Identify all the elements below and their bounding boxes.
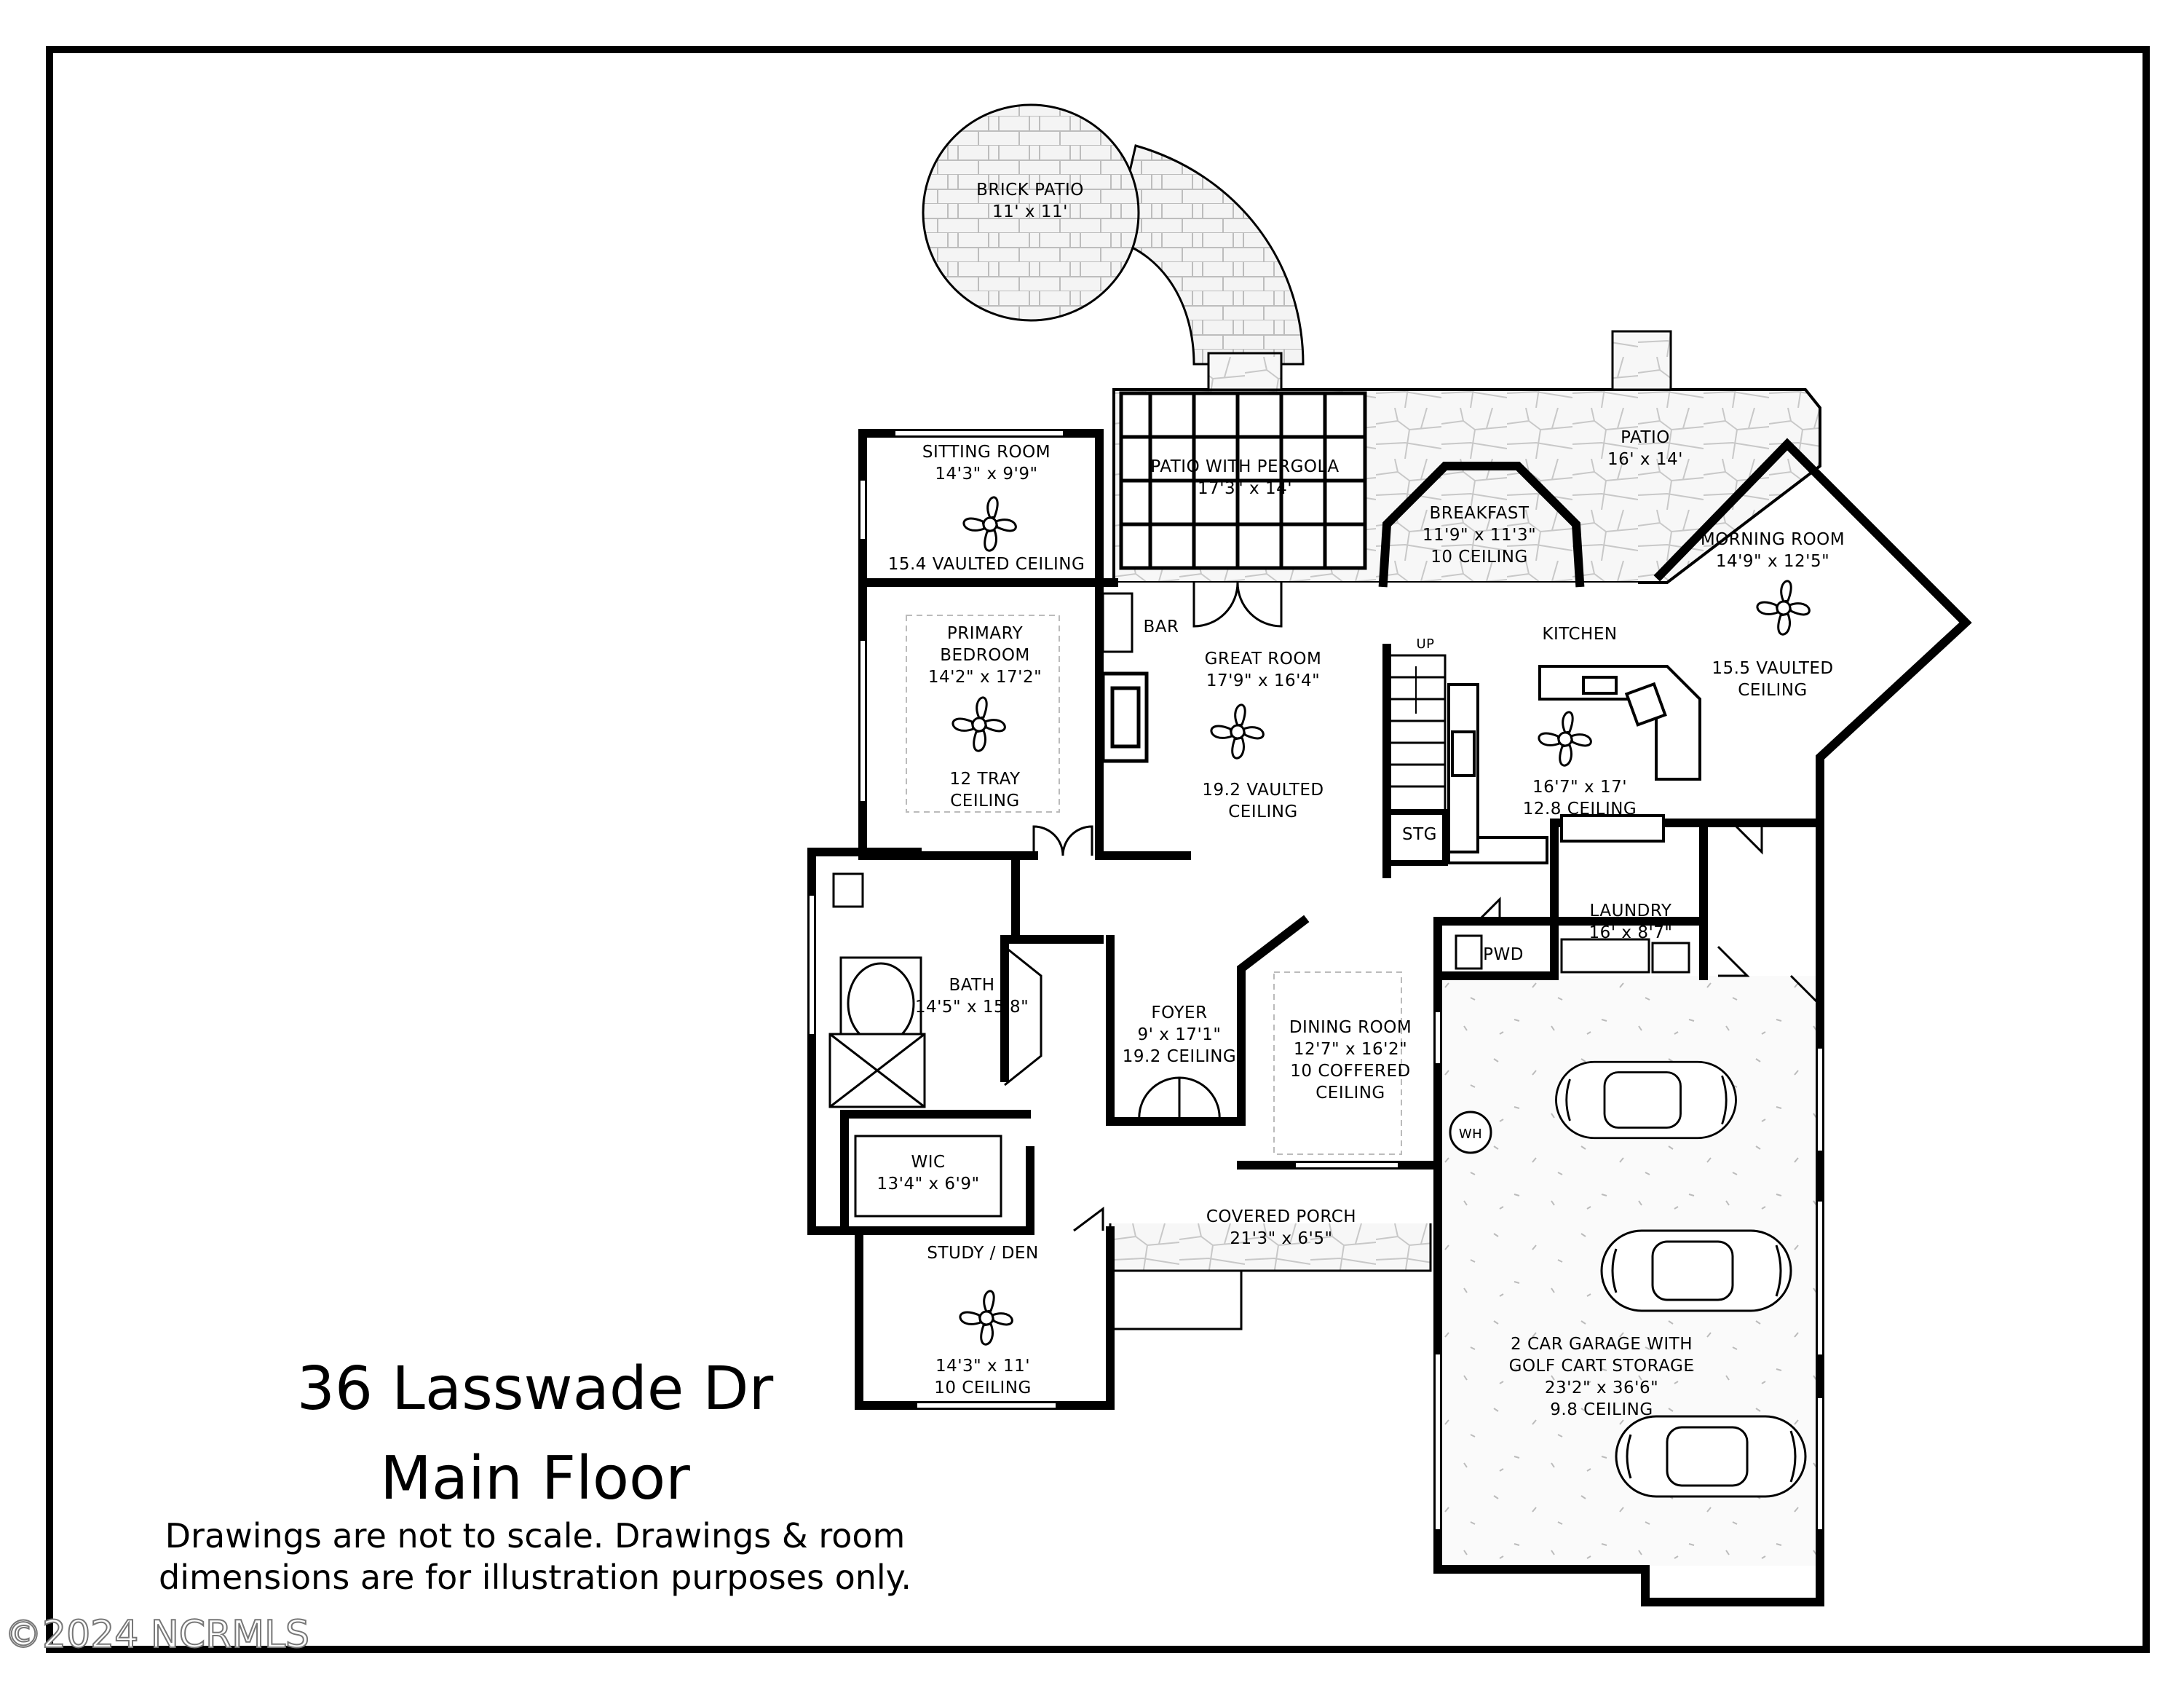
breakfast-ceiling: 10 CEILING [1431,548,1528,567]
laundry-name: LAUNDRY [1590,902,1672,920]
laundry-fixtures [1455,934,1690,974]
house-footprint [804,433,1638,1223]
patio-name: PATIO [1621,428,1670,447]
morning-room-ceiling-1: 15.5 VAULTED [1712,659,1833,678]
primary-bedroom-ceiling-2: CEILING [950,792,1020,811]
brick-patio-dims: 11' x 11' [992,202,1068,221]
great-room-ceiling-1: 19.2 VAULTED [1202,781,1324,800]
bar-counter [1101,592,1133,653]
brick-patio-name: BRICK PATIO [976,181,1084,200]
dining-room-dims: 12'7" x 16'2" [1294,1040,1407,1059]
great-room-dims: 17'9" x 16'4" [1206,671,1320,690]
great-room-name: GREAT ROOM [1205,650,1322,669]
outer-frame [46,46,2150,1653]
room-labels: BRICK PATIO 11' x 11' PATIO WITH PERGOLA… [877,181,1845,1419]
foyer-ceiling: 19.2 CEILING [1123,1047,1237,1066]
morning-room-dims: 14'9" x 12'5" [1716,552,1829,571]
primary-bedroom-ceiling-1: 12 TRAY [949,770,1021,789]
kitchen-name: KITCHEN [1542,625,1617,644]
patio-dims: 16' x 14' [1607,450,1683,469]
stairs-up: UP [1416,636,1434,652]
kitchen-ceiling: 12.8 CEILING [1523,800,1637,819]
powder-room-name: PWD [1483,945,1524,964]
dining-room-name: DINING ROOM [1289,1018,1412,1037]
study-ceiling: 10 CEILING [934,1379,1032,1397]
title-address: 36 Lasswade Dr [297,1354,774,1424]
dining-room-ceiling-2: CEILING [1315,1084,1385,1103]
primary-bedroom-dims: 14'2" x 17'2" [928,668,1042,687]
great-room-ceiling-2: CEILING [1228,802,1298,821]
staircase [1384,654,1448,866]
wic-dims: 13'4" x 6'9" [877,1175,979,1194]
path-bump [1207,352,1283,391]
breakfast-dims: 11'9" x 11'3" [1423,526,1536,545]
pergola [1119,391,1367,570]
study-dims: 14'3" x 11' [935,1357,1030,1376]
covered-porch-dims: 21'3" x 6'5" [1230,1229,1332,1248]
disclaimer-line-2: dimensions are for illustration purposes… [159,1558,911,1597]
windows [810,431,1822,1529]
stairs-storage: STG [1402,825,1437,844]
morning-room-name: MORNING ROOM [1701,530,1845,549]
morning-room-ceiling-2: CEILING [1738,681,1808,700]
patio-pergola-dims: 17'3" x 14' [1198,479,1292,498]
tray-ceiling-outline [906,615,1060,813]
garage-name-2: GOLF CART STORAGE [1509,1357,1695,1376]
primary-bedroom-name-2: BEDROOM [940,646,1030,665]
coffered-ceiling-outline [1273,971,1402,1155]
water-heater-label: WH [1459,1127,1482,1142]
patio-pergola-name: PATIO WITH PERGOLA [1150,457,1339,476]
garage-name-1: 2 CAR GARAGE WITH [1511,1335,1693,1354]
laundry-dims: 16' x 8'7" [1589,923,1673,942]
disclaimer-line-1: Drawings are not to scale. Drawings & ro… [165,1516,906,1555]
watermark: ©2024 NCRMLS [4,1613,309,1657]
covered-porch-name: COVERED PORCH [1206,1207,1356,1226]
breakfast-name: BREAKFAST [1429,504,1530,523]
doors [1032,582,1821,1232]
porch-steps [1109,1269,1243,1330]
kitchen-island [1447,665,1701,864]
study-name: STUDY / DEN [927,1244,1038,1263]
water-heater [1449,1111,1492,1154]
bath-dims: 14'5" x 15'8" [915,998,1029,1017]
bath-name: BATH [949,976,994,995]
fireplace [1101,671,1149,763]
sitting-room-dims: 14'3" x 9'9" [935,465,1037,484]
wic-name: WIC [911,1153,945,1172]
sitting-room-ceiling: 15.4 VAULTED CEILING [888,555,1085,574]
brick-patio-area [922,103,1305,366]
title-block: 36 Lasswade Dr Main Floor Drawings are n… [159,1354,911,1597]
bath-fixtures [828,872,1042,1218]
foyer-name: FOYER [1151,1003,1207,1022]
bar-name: BAR [1144,618,1179,636]
sitting-room-name: SITTING ROOM [922,443,1051,462]
garage-ceiling: 9.8 CEILING [1550,1400,1653,1419]
dining-room-ceiling-1: 10 COFFERED [1290,1062,1410,1081]
foyer-dims: 9' x 17'1" [1138,1025,1222,1044]
title-floor: Main Floor [380,1444,690,1513]
primary-bedroom-name-1: PRIMARY [947,624,1024,643]
chimney-bump [1611,330,1672,391]
garage-dims: 23'2" x 36'6" [1545,1379,1658,1397]
kitchen-dims: 16'7" x 17' [1532,778,1627,797]
